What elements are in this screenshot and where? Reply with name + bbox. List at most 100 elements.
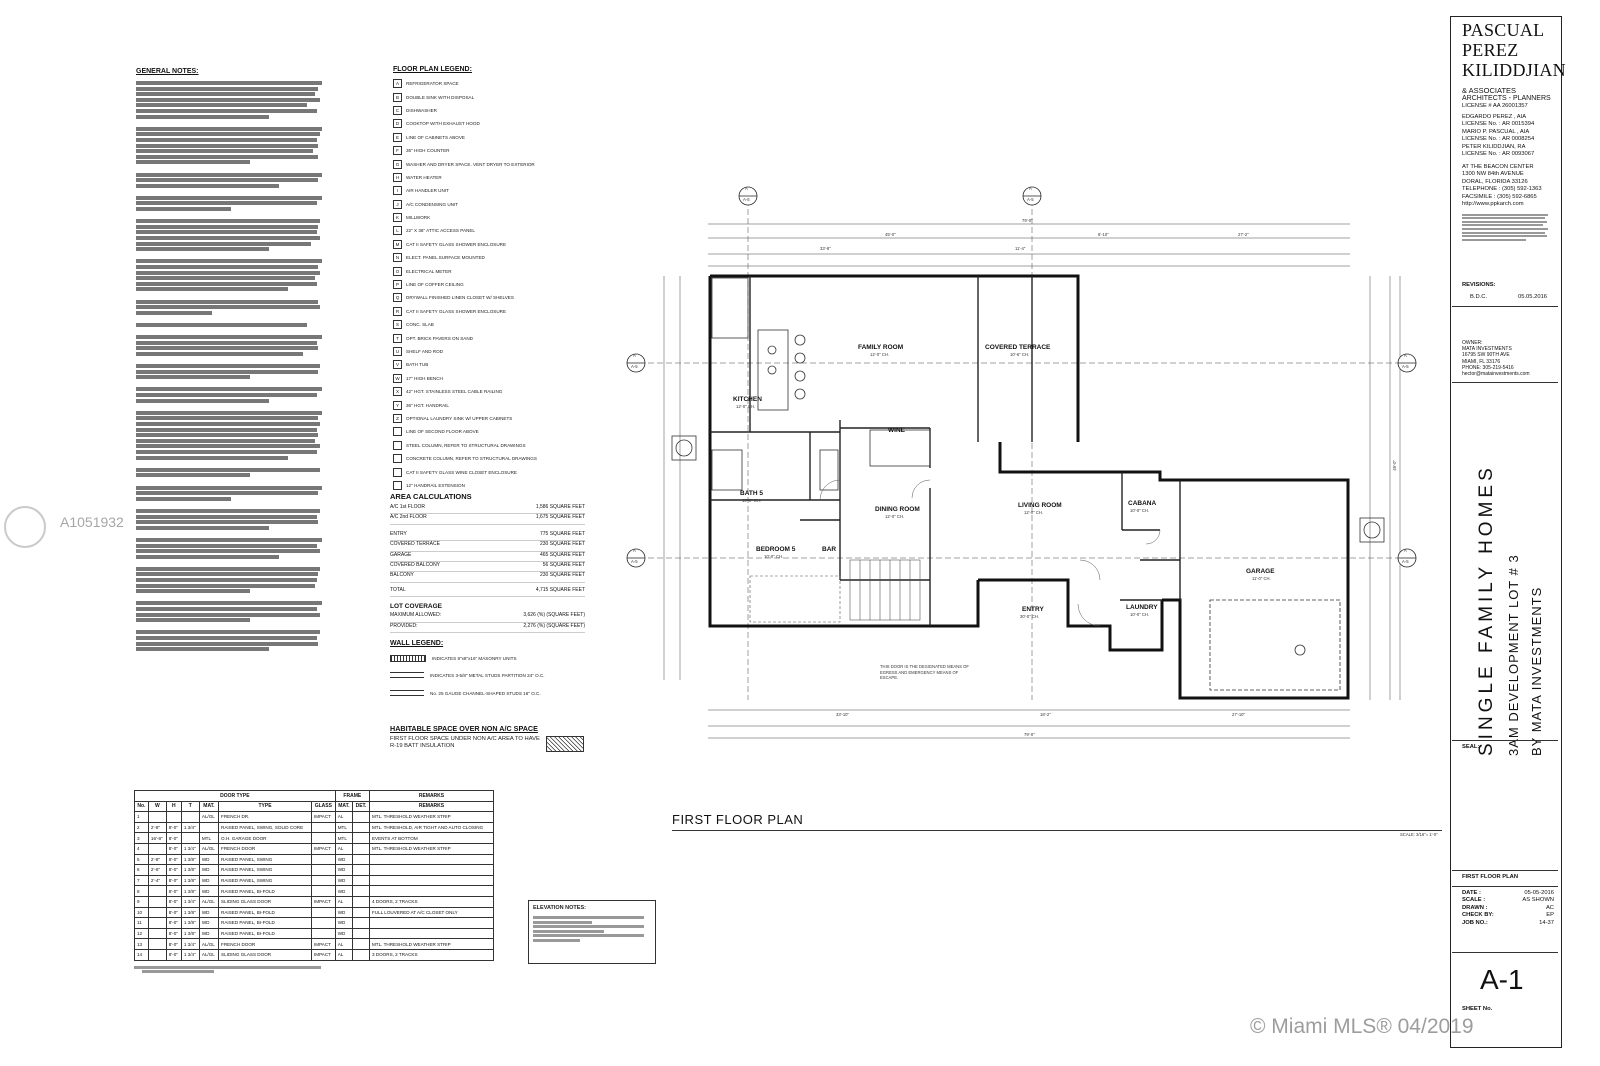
table-cell: AL (334, 842, 354, 855)
sheet-no-label: SHEET No. (1462, 1006, 1493, 1012)
legend-text: WASHER AND DRYER SPACE. VENT DRYER TO EX… (406, 161, 535, 167)
revisions-label: REVISIONS: (1462, 282, 1496, 288)
dim-top-c: 27'-2" (1238, 232, 1249, 237)
table-cell: RAISED PANEL, BI-FOLD (218, 906, 312, 919)
table-cell (310, 832, 336, 844)
revision-date: 05.05.2016 (1518, 294, 1548, 300)
table-cell: 2'-8" (147, 821, 167, 834)
table-cell: WD (198, 864, 220, 876)
principal-line: MARIO P. PASCUAL , AIA (1462, 128, 1530, 135)
legend-key: W (393, 373, 402, 383)
table-cell: 8'-0" (165, 842, 182, 855)
legend-text: CONCRETE COLUMN, REFER TO STRUCTURAL DRA… (406, 456, 537, 462)
firm-sub-line: & ASSOCIATES (1462, 86, 1517, 95)
table-cell (147, 906, 167, 919)
table-cell (352, 895, 370, 908)
table-cell (310, 821, 336, 834)
legend-key: L (393, 226, 402, 236)
table-cell: 8'-0" (165, 864, 182, 876)
legend-text: 17" HIGH BENCH (406, 375, 443, 381)
section-marker-label: A (633, 353, 636, 358)
table-cell (310, 864, 336, 876)
dim-bottom-total: 79'-0" (1024, 732, 1035, 737)
table-cell: 12 (134, 927, 149, 940)
table-cell: SLIDING GLASS DOOR (218, 895, 312, 908)
lot-row: MAXIMUM ALLOWED:3,626 (%) (SQUARE FEET) (390, 612, 585, 623)
table-cell: SLIDING GLASS DOOR (218, 948, 312, 961)
table-cell (352, 842, 370, 855)
table-cell: RAISED PANEL, BI-FOLD (218, 927, 312, 940)
dim-bottom-a: 33'-10" (836, 712, 849, 717)
sheet-info-row: DRAWN :AC (1462, 905, 1554, 912)
legend-text: COOKTOP WITH EXHAUST HOOD (406, 121, 480, 127)
principal-line: EDGARDO PEREZ , AIA (1462, 114, 1527, 120)
table-cell: O.H. GARAGE DOOR (218, 832, 312, 844)
legend-item: 12" HANDRAIL EXTENSION (393, 479, 583, 492)
firm-sub-line: ARCHITECTS - PLANNERS (1462, 95, 1551, 102)
sheet-title: FIRST FLOOR PLAN (1462, 874, 1519, 880)
legend-item: CAT II SAFETY GLASS WINE CLOSET ENCLOSUR… (393, 465, 583, 478)
room-label-entry: ENTRY (1022, 606, 1044, 613)
legend-text: DOUBLE SINK WITH DISPOSAL (406, 94, 475, 100)
door-table-header: W (147, 800, 167, 813)
legend-text: CAT II SAFETY GLASS SHOWER ENCLOSURE (406, 241, 507, 247)
address-line: 1300 NW 84th AVENUE (1462, 171, 1524, 178)
table-cell: 1 (134, 811, 149, 823)
table-cell: RAISED PANEL, BI-FOLD (218, 885, 312, 897)
section-marker-label: A (633, 548, 636, 553)
dim-bottom-b: 18'-2" (1040, 712, 1051, 717)
table-cell: IMPACT (310, 811, 336, 823)
table-cell (368, 885, 495, 897)
room-ceiling-dining: 12'-0" CH. (885, 514, 905, 519)
habitable-hatch-swatch (546, 736, 584, 752)
area-value: 775 SQUARE FEET (539, 530, 585, 537)
section-marker-label: A-5 (1402, 364, 1409, 369)
legend-key: X (393, 387, 402, 397)
table-cell: IMPACT (310, 842, 336, 855)
section-marker-label: A-5 (631, 559, 638, 564)
legend-text: MILLWORK (406, 215, 431, 221)
legend-key: P (393, 280, 402, 290)
table-cell: 1 3/8" (180, 906, 200, 919)
drawing-title: FIRST FLOOR PLAN (672, 812, 803, 827)
legend-text: CAT II SAFETY GLASS WINE CLOSET ENCLOSUR… (406, 469, 517, 475)
area-label: TOTAL (390, 586, 406, 593)
drawing-title-text: FIRST FLOOR PLAN (672, 812, 804, 827)
door-table-header: No. (134, 800, 149, 813)
table-cell (147, 895, 167, 908)
sheet-info-value: EP (1546, 912, 1554, 919)
table-cell: 7 (134, 874, 149, 887)
table-cell: AL (334, 895, 354, 908)
area-calculations-heading: AREA CALCULATIONS (390, 492, 472, 501)
table-cell (310, 906, 336, 919)
legend-key: J (393, 199, 402, 209)
table-cell: FRENCH DR. (218, 811, 312, 823)
general-notes-body (136, 81, 326, 652)
table-cell: WD (334, 917, 354, 929)
legend-key: H (393, 172, 402, 182)
table-cell: WD (198, 906, 220, 919)
firm-name-line: PASCUAL (1462, 20, 1545, 40)
dim-top-d: 33'-8" (820, 246, 831, 251)
legend-text: LINE OF CABINETS ABOVE (406, 134, 465, 140)
firm-name-line: KILIDDJIAN (1462, 60, 1566, 80)
table-cell (352, 832, 370, 844)
legend-text: OPT. BRICK PAVERS ON SAND (406, 335, 473, 341)
owner-line: OWNER: (1462, 340, 1483, 346)
legend-text: AIR HANDLER UNIT (406, 188, 449, 194)
drawing-scale: SCALE: 3/16"= 1'-0" (1400, 832, 1438, 837)
area-label: COVERED TERRACE (390, 541, 440, 548)
wall-legend-row: INDICATES 8"x8"x16" MASONRY UNITS (390, 655, 585, 662)
